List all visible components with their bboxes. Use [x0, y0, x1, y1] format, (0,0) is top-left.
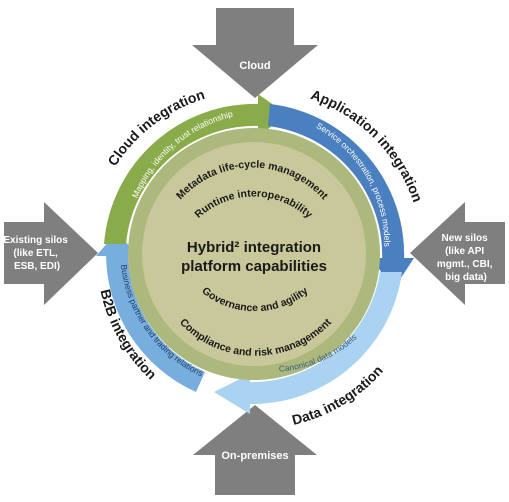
center-circle: [142, 142, 366, 366]
cloud-arrow: Cloud: [192, 8, 318, 98]
existing-silos-arrow: Existing silos (like ETL, ESB, EDI): [3, 202, 98, 305]
center-title-line1: Hybrid² integration: [187, 239, 321, 256]
data-ring-segment: [246, 272, 402, 405]
existing-silos-label: Existing silos (like ETL, ESB, EDI): [3, 235, 70, 272]
on-premises-arrow-label: On-premises: [221, 450, 288, 462]
center-title-line2: platform capabilities: [181, 258, 327, 275]
application-ring-segment: [268, 104, 405, 262]
cloud-ring-segment: [104, 103, 262, 245]
on-premises-arrow: On-premises: [193, 405, 317, 495]
new-silos-arrow: New silos (like API mgmt., CBI, big data…: [410, 202, 505, 305]
data-arrowhead: [214, 374, 250, 414]
cloud-arrow-label: Cloud: [239, 60, 270, 72]
b2b-ring-segment: [105, 252, 205, 392]
new-silos-label: New silos (like API mgmt., CBI, big data…: [437, 233, 495, 283]
